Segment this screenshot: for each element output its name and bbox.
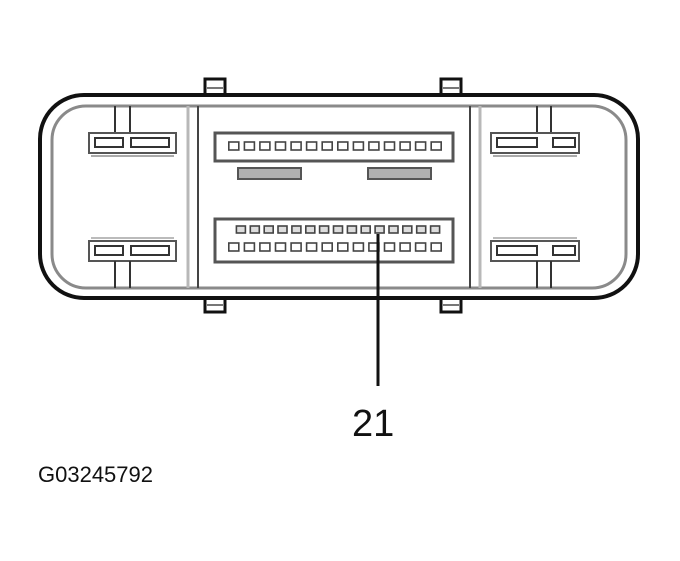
pin: [321, 141, 334, 151]
pin: [228, 141, 240, 151]
pin: [374, 225, 385, 234]
left-divider: [186, 106, 199, 288]
lower-pin-block: [213, 217, 455, 264]
pin: [304, 225, 316, 234]
pin: [383, 141, 396, 151]
pin: [259, 141, 271, 151]
guide-key-left: [237, 167, 302, 180]
figure-id: G03245792: [38, 462, 153, 487]
pin: [414, 242, 427, 252]
terminal-right-bottom: [490, 237, 580, 288]
pin: [235, 225, 247, 234]
pin: [290, 141, 302, 151]
housing-inner-outline: [50, 104, 628, 290]
lower-pin-row-top: [235, 225, 441, 234]
pin: [430, 242, 443, 252]
pin: [305, 141, 318, 151]
latch-top-left: [203, 77, 227, 97]
pin: [399, 242, 411, 252]
right-divider: [469, 106, 482, 288]
pin: [430, 141, 443, 151]
upper-pin-block: [213, 131, 455, 180]
pin: [243, 242, 256, 252]
pin: [321, 242, 334, 252]
pin: [368, 141, 380, 151]
pin: [346, 225, 358, 234]
pin: [263, 225, 275, 234]
pin: [388, 225, 399, 234]
pin: [336, 242, 349, 252]
pin: [352, 242, 365, 252]
pin: [352, 141, 365, 151]
latch-bottom-left: [203, 296, 227, 314]
pin: [360, 225, 372, 234]
pin: [274, 141, 287, 151]
latch-top-right: [439, 77, 463, 97]
pin: [249, 225, 261, 234]
pin: [259, 242, 271, 252]
pin: [318, 225, 330, 234]
guide-key-right: [367, 167, 432, 180]
terminal-right-top: [490, 106, 580, 157]
pin: [414, 141, 427, 151]
pin: [274, 242, 287, 252]
pin: [277, 225, 288, 234]
pin: [305, 242, 318, 252]
pin: [291, 225, 302, 234]
pin: [399, 141, 411, 151]
pin: [332, 225, 344, 234]
latch-bottom-right: [439, 296, 463, 314]
upper-pin-row: [228, 141, 443, 151]
callout-label: 21: [352, 403, 395, 445]
pin: [290, 242, 302, 252]
pin: [243, 141, 256, 151]
pin: [336, 141, 349, 151]
pin: [383, 242, 396, 252]
terminal-left-top: [88, 106, 177, 157]
pin: [228, 242, 240, 252]
terminal-left-bottom: [88, 237, 177, 288]
pin: [401, 225, 413, 234]
pin: [415, 225, 427, 234]
pin: [429, 225, 441, 234]
